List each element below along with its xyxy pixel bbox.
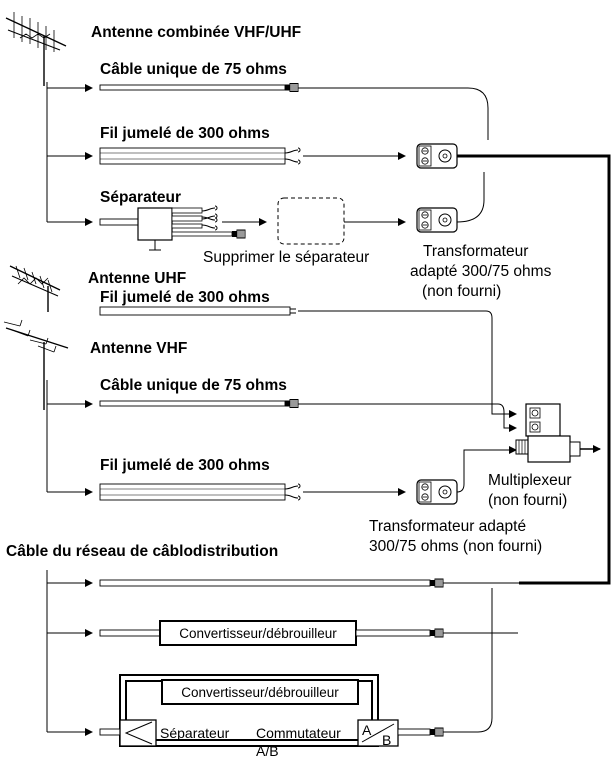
cable-direct xyxy=(99,578,444,588)
ab-switch-a: A xyxy=(362,722,372,738)
splitter-label: Séparateur xyxy=(100,189,181,206)
removed-splitter-box xyxy=(277,197,345,245)
splitter-icon xyxy=(99,205,246,251)
remove-splitter-label: Supprimer le séparateur xyxy=(203,249,369,266)
coax-75-label-a: Câble unique de 75 ohms xyxy=(100,61,287,78)
uhf-antenna-label: Antenne UHF xyxy=(88,270,186,287)
twin-300-label-a: Fil jumelé de 300 ohms xyxy=(100,125,270,142)
transformer-1-line3: (non fourni) xyxy=(422,283,501,300)
multiplexer-line2: (non fourni) xyxy=(488,492,567,509)
transformer-a-icon xyxy=(416,143,458,169)
uhf-antenna-icon xyxy=(9,265,61,312)
twin-lead-uhf xyxy=(99,306,296,316)
converter-1-label: Convertisseur/débrouilleur xyxy=(179,626,337,641)
splitter-2-label: Séparateur xyxy=(160,725,230,741)
twin-300-uhf-label: Fil jumelé de 300 ohms xyxy=(100,289,270,306)
vhf-antenna-icon xyxy=(3,319,69,410)
vhf-antenna-label: Antenne VHF xyxy=(90,340,187,357)
transformer-2-line1: Transformateur adapté xyxy=(369,518,526,535)
twin-lead-a xyxy=(99,147,301,165)
multiplexer-line1: Multiplexeur xyxy=(488,472,572,489)
combined-antenna-icon xyxy=(5,12,67,86)
transformer-1-line1: Transformateur xyxy=(423,243,528,260)
transformer-c-icon xyxy=(416,479,458,505)
converter-2-label: Convertisseur/débrouilleur xyxy=(181,685,339,700)
cable-converter-row xyxy=(99,620,444,646)
ab-switch-line2: A/B xyxy=(256,743,279,759)
transformer-2-line2: 300/75 ohms (non fourni) xyxy=(369,538,542,555)
coax-cable-a xyxy=(99,83,299,92)
combined-antenna-label: Antenne combinée VHF/UHF xyxy=(91,24,301,41)
transformer-1-line2: adapté 300/75 ohms xyxy=(410,263,552,280)
twin-300-vhf-label: Fil jumelé de 300 ohms xyxy=(100,457,270,474)
ab-switch-b: B xyxy=(382,732,391,748)
coax-75-vhf-label: Câble unique de 75 ohms xyxy=(100,377,287,394)
transformer-b-icon xyxy=(416,207,458,233)
cable-network-label: Câble du réseau de câblodistribution xyxy=(6,543,278,560)
ab-switch-assembly xyxy=(99,674,444,747)
ab-switch-line1: Commutateur xyxy=(256,725,341,741)
multiplexer-icon xyxy=(515,403,581,463)
coax-cable-vhf xyxy=(99,399,299,408)
twin-lead-vhf xyxy=(99,483,301,501)
